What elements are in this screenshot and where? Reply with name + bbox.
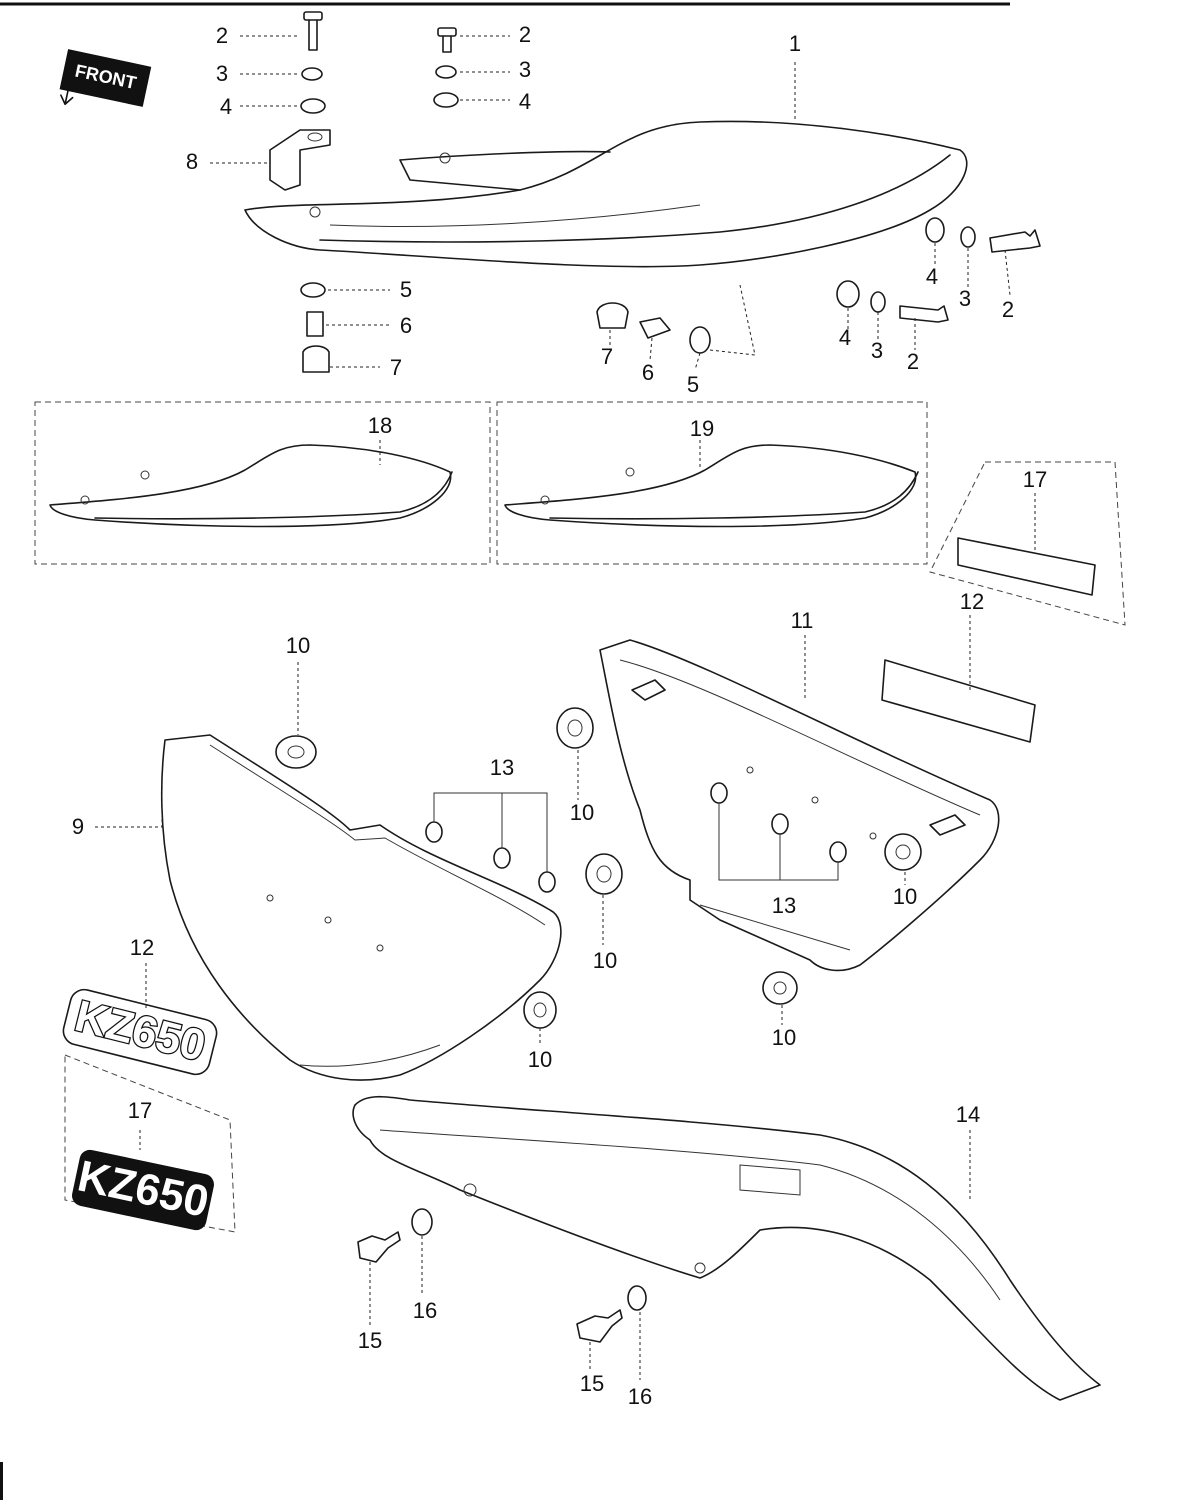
callout-nut-1: 13	[490, 755, 514, 780]
callout-emblem-variant-2: 17	[128, 1098, 152, 1123]
callout-damper-washer-2: 5	[687, 372, 699, 397]
callout-emblem-1: 12	[960, 589, 984, 614]
callout-damper-1: 10	[286, 633, 310, 658]
flat-washer-center	[433, 92, 459, 108]
damper-3	[585, 853, 623, 895]
callout-nut-2: 13	[772, 893, 796, 918]
tail-cover	[352, 1095, 1101, 1401]
callout-damper-3: 10	[893, 884, 917, 909]
callout-damper-washer-1: 5	[400, 277, 412, 302]
flat-washer-right-top	[925, 217, 945, 243]
callout-bolt-2: 2	[519, 22, 531, 47]
callout-tail-washer-1: 16	[413, 1298, 437, 1323]
callout-flat-washer-3: 4	[926, 264, 938, 289]
seat-variant-b	[504, 444, 919, 528]
callout-numbers: 1 2 2 3 3 4 4 8 5 6 7 7 6 5 4 3 2 4 3 2 …	[72, 22, 1047, 1409]
damper-6	[762, 971, 798, 1005]
callout-flat-washer-4: 4	[839, 325, 851, 350]
leader-lines	[95, 35, 1036, 1380]
seat	[244, 120, 968, 268]
damper-washer-right	[689, 326, 711, 354]
lock-washer-left	[301, 67, 323, 81]
bolt-right-top	[989, 229, 1041, 253]
nut-right-3	[829, 841, 847, 863]
callout-lock-washer-2: 3	[519, 57, 531, 82]
damper-5	[523, 991, 557, 1029]
emblem-right	[881, 659, 1036, 743]
collar-right	[639, 317, 671, 339]
nut-left-1	[425, 821, 443, 843]
tail-bolt-right	[576, 1309, 623, 1343]
lock-washer-right-top	[960, 226, 976, 248]
tail-bolt-left	[357, 1231, 401, 1263]
callout-damper-6: 10	[772, 1025, 796, 1050]
callout-tail-washer-2: 16	[628, 1384, 652, 1409]
lock-washer-right-low	[870, 291, 886, 313]
lock-washer-center	[435, 65, 457, 79]
callout-lock-washer-3: 3	[959, 286, 971, 311]
callout-tail-cover: 14	[956, 1102, 980, 1127]
bolt-left-top	[303, 11, 323, 51]
collar-left	[306, 311, 324, 337]
seat-variant-b-box	[496, 401, 928, 565]
callout-flat-washer-1: 4	[220, 94, 232, 119]
tail-washer-left	[411, 1208, 433, 1236]
right-side-cover	[599, 639, 1000, 972]
flat-washer-right-low	[836, 280, 860, 308]
damper-washer-left	[300, 282, 326, 298]
grommet-left	[302, 345, 330, 373]
callout-collar-2: 6	[642, 360, 654, 385]
callout-lock-washer-1: 3	[216, 61, 228, 86]
callout-right-side-cover: 11	[791, 608, 814, 633]
callout-seat: 1	[789, 31, 801, 56]
callout-tail-bolt-1: 15	[358, 1328, 382, 1353]
seat-variant-a-box	[34, 401, 491, 565]
tail-washer-right	[627, 1285, 647, 1311]
callout-emblem-variant-1: 17	[1023, 467, 1047, 492]
callout-grommet-2: 7	[601, 344, 613, 369]
nut-left-2	[493, 847, 511, 869]
callout-collar-1: 6	[400, 313, 412, 338]
callout-bracket: 8	[186, 149, 198, 174]
nut-right-1	[710, 782, 728, 804]
callout-tail-bolt-2: 15	[580, 1371, 604, 1396]
damper-4	[884, 833, 922, 871]
callout-emblem-2: 12	[130, 935, 154, 960]
callout-flat-washer-2: 4	[519, 89, 531, 114]
callout-bolt-1: 2	[216, 23, 228, 48]
emblem-variant-box-left	[64, 1054, 236, 1233]
callout-bolt-3: 2	[1002, 297, 1014, 322]
callout-lock-washer-4: 3	[871, 338, 883, 363]
callout-damper-2: 10	[570, 800, 594, 825]
front-badge: FRONT	[59, 49, 152, 107]
bolt-right-low	[899, 305, 949, 323]
callout-grommet-1: 7	[390, 355, 402, 380]
callout-seat-variant-a: 18	[368, 413, 392, 438]
callout-seat-variant-b: 19	[690, 416, 714, 441]
emblem-variant-top	[957, 537, 1096, 596]
nut-left-3	[538, 871, 556, 893]
damper-2	[556, 707, 594, 749]
callout-bolt-4: 2	[907, 349, 919, 374]
seat-variant-a	[49, 444, 453, 528]
emblem-variant-left: KZ650	[72, 1149, 214, 1231]
callout-left-side-cover: 9	[72, 814, 84, 839]
damper-1	[275, 735, 317, 769]
emblem-variant-box-top	[929, 461, 1126, 626]
grommet-right	[596, 302, 629, 329]
emblem-left: KZ650	[62, 988, 218, 1076]
callout-damper-5: 10	[528, 1047, 552, 1072]
callout-damper-4: 10	[593, 948, 617, 973]
nut-right-2	[771, 813, 789, 835]
flat-washer-left	[300, 98, 326, 114]
bolt-center-top	[437, 27, 457, 53]
left-side-cover	[160, 734, 562, 1081]
bracket	[269, 129, 331, 191]
